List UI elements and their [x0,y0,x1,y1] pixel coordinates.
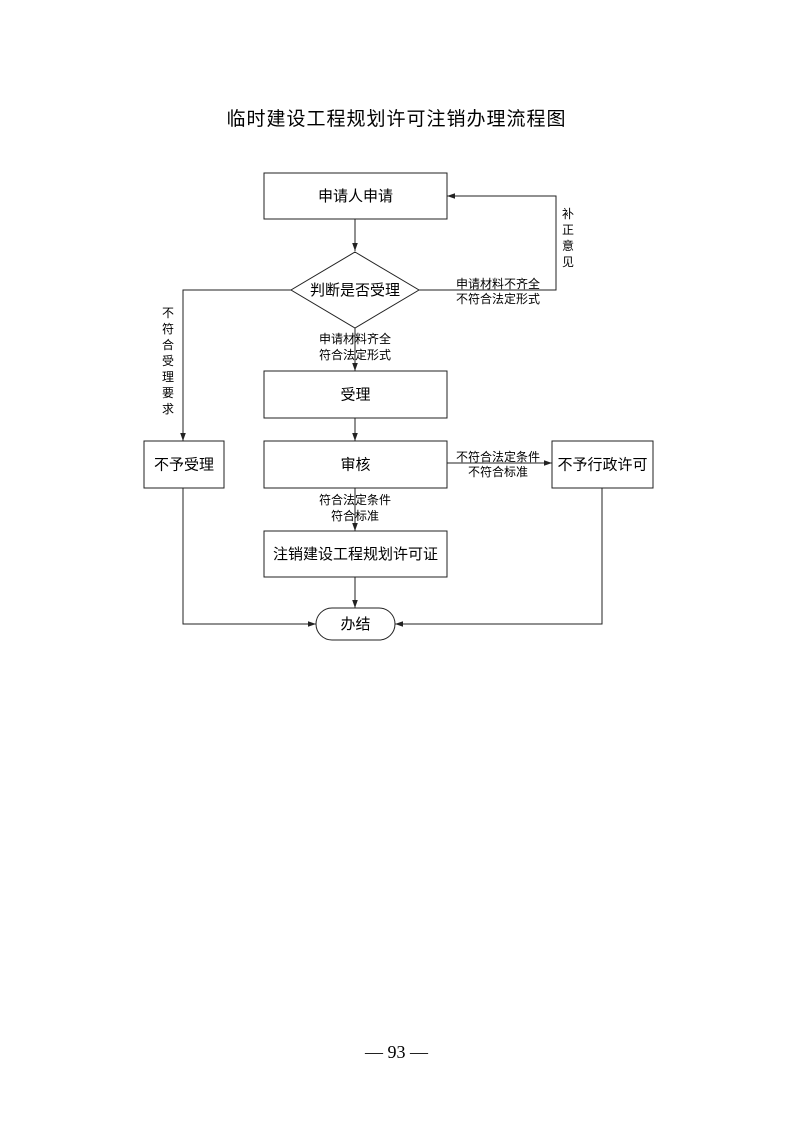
node-accept [263,370,448,419]
page-title: 临时建设工程规划许可注销办理流程图 [226,108,567,130]
node-reject-permit [551,440,654,489]
edge-label-not-meet-1: 不 [162,306,174,320]
edge-label-incomplete-1: 申请材料不齐全 [456,276,540,291]
node-accept-label: 受理 [340,386,370,404]
edge-label-supplement-1: 补 [562,207,574,221]
edge-label-not-meet-2: 符 [162,321,174,336]
edge-label-not-meet-6: 要 [162,386,174,400]
edge-label-supplement-4: 见 [562,255,574,269]
edge-label-fail-2: 不符合标准 [468,464,528,479]
edge-label-complete-1: 申请材料齐全 [319,331,391,346]
arrow-reject-accept-to-finish [182,488,316,627]
node-review-label: 审核 [340,456,370,474]
edge-label-not-meet-5: 理 [162,370,174,384]
arrow-judge-to-reject-accept [180,289,291,441]
node-review [263,440,448,489]
node-finish-label: 办结 [340,615,370,633]
node-judge [290,251,420,329]
node-reject-permit-label: 不予行政许可 [557,456,647,474]
arrow-judge-to-apply-feedback [419,193,557,291]
page-number: — 93 — [365,1042,428,1062]
edge-label-not-meet-4: 受 [162,354,174,368]
edge-label-pass-2: 符合标准 [331,508,379,523]
edge-label-supplement-3: 意 [562,238,574,253]
node-apply-label: 申请人申请 [318,187,393,205]
edge-label-not-meet-3: 合 [162,337,174,352]
edge-label-fail-1: 不符合法定条件 [456,449,540,464]
node-cancel-permit-label: 注销建设工程规划许可证 [273,545,438,563]
node-apply [263,172,448,220]
edge-label-complete-2: 符合法定形式 [319,347,391,362]
edge-label-supplement-2: 正 [562,223,574,237]
arrow-reject-permit-to-finish [395,488,603,627]
node-reject-accept [143,440,225,489]
node-reject-accept-label: 不予受理 [154,456,214,474]
node-judge-label: 判断是否受理 [310,281,400,299]
node-finish [315,607,396,641]
edge-label-not-meet-7: 求 [162,402,174,416]
node-cancel-permit [263,530,448,578]
edge-label-incomplete-2: 不符合法定形式 [456,291,540,306]
edge-label-pass-1: 符合法定条件 [319,492,391,507]
